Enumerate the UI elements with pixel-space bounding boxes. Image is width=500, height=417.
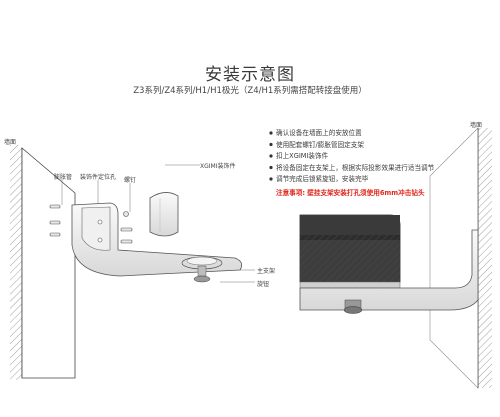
label-main-bracket: 主支架	[257, 268, 276, 275]
warning-note: 注意事项: 壁挂支架安装打孔须使用6mm冲击钻头	[276, 189, 425, 197]
label-bracket-hole: 装饰件定位孔	[80, 174, 117, 181]
step-4: 将设备固定在支架上，根据实际投影效果进行适当调节	[276, 163, 435, 172]
step-bullets	[269, 131, 273, 181]
page-title: 安装示意图	[205, 65, 295, 85]
label-expansion-pipe: 膨胀管	[54, 174, 73, 181]
step-5: 调节完成后锁紧旋钮，安装完毕	[276, 175, 369, 183]
step-2: 使用配套螺钉/膨胀管固定支架	[276, 140, 364, 149]
projector-drawing	[299, 214, 479, 314]
label-screw: 螺钉	[124, 177, 137, 184]
label-wall-right: 墙面	[470, 122, 483, 129]
left-wall	[10, 145, 76, 380]
right-wall	[429, 127, 492, 389]
xgimi-decor-drawing	[149, 192, 179, 237]
step-3: 扣上XGIMI装饰件	[276, 152, 329, 160]
label-knob: 旋钮	[257, 281, 270, 288]
page-subtitle: Z3系列/Z4系列/H1/H1极光（Z4/H1系列需搭配转接盘使用）	[133, 86, 367, 96]
main-bracket-drawing	[71, 202, 243, 283]
label-xgimi-decor: XGIMI装饰件	[200, 163, 236, 170]
label-wall-left: 墙面	[4, 139, 17, 146]
step-1: 确认设备在墙面上的安放位置	[276, 129, 362, 137]
install-steps: 确认设备在墙面上的安放位置 使用配套螺钉/膨胀管固定支架 扣上XGIMI装饰件 …	[276, 128, 434, 186]
screws-group	[49, 204, 133, 244]
